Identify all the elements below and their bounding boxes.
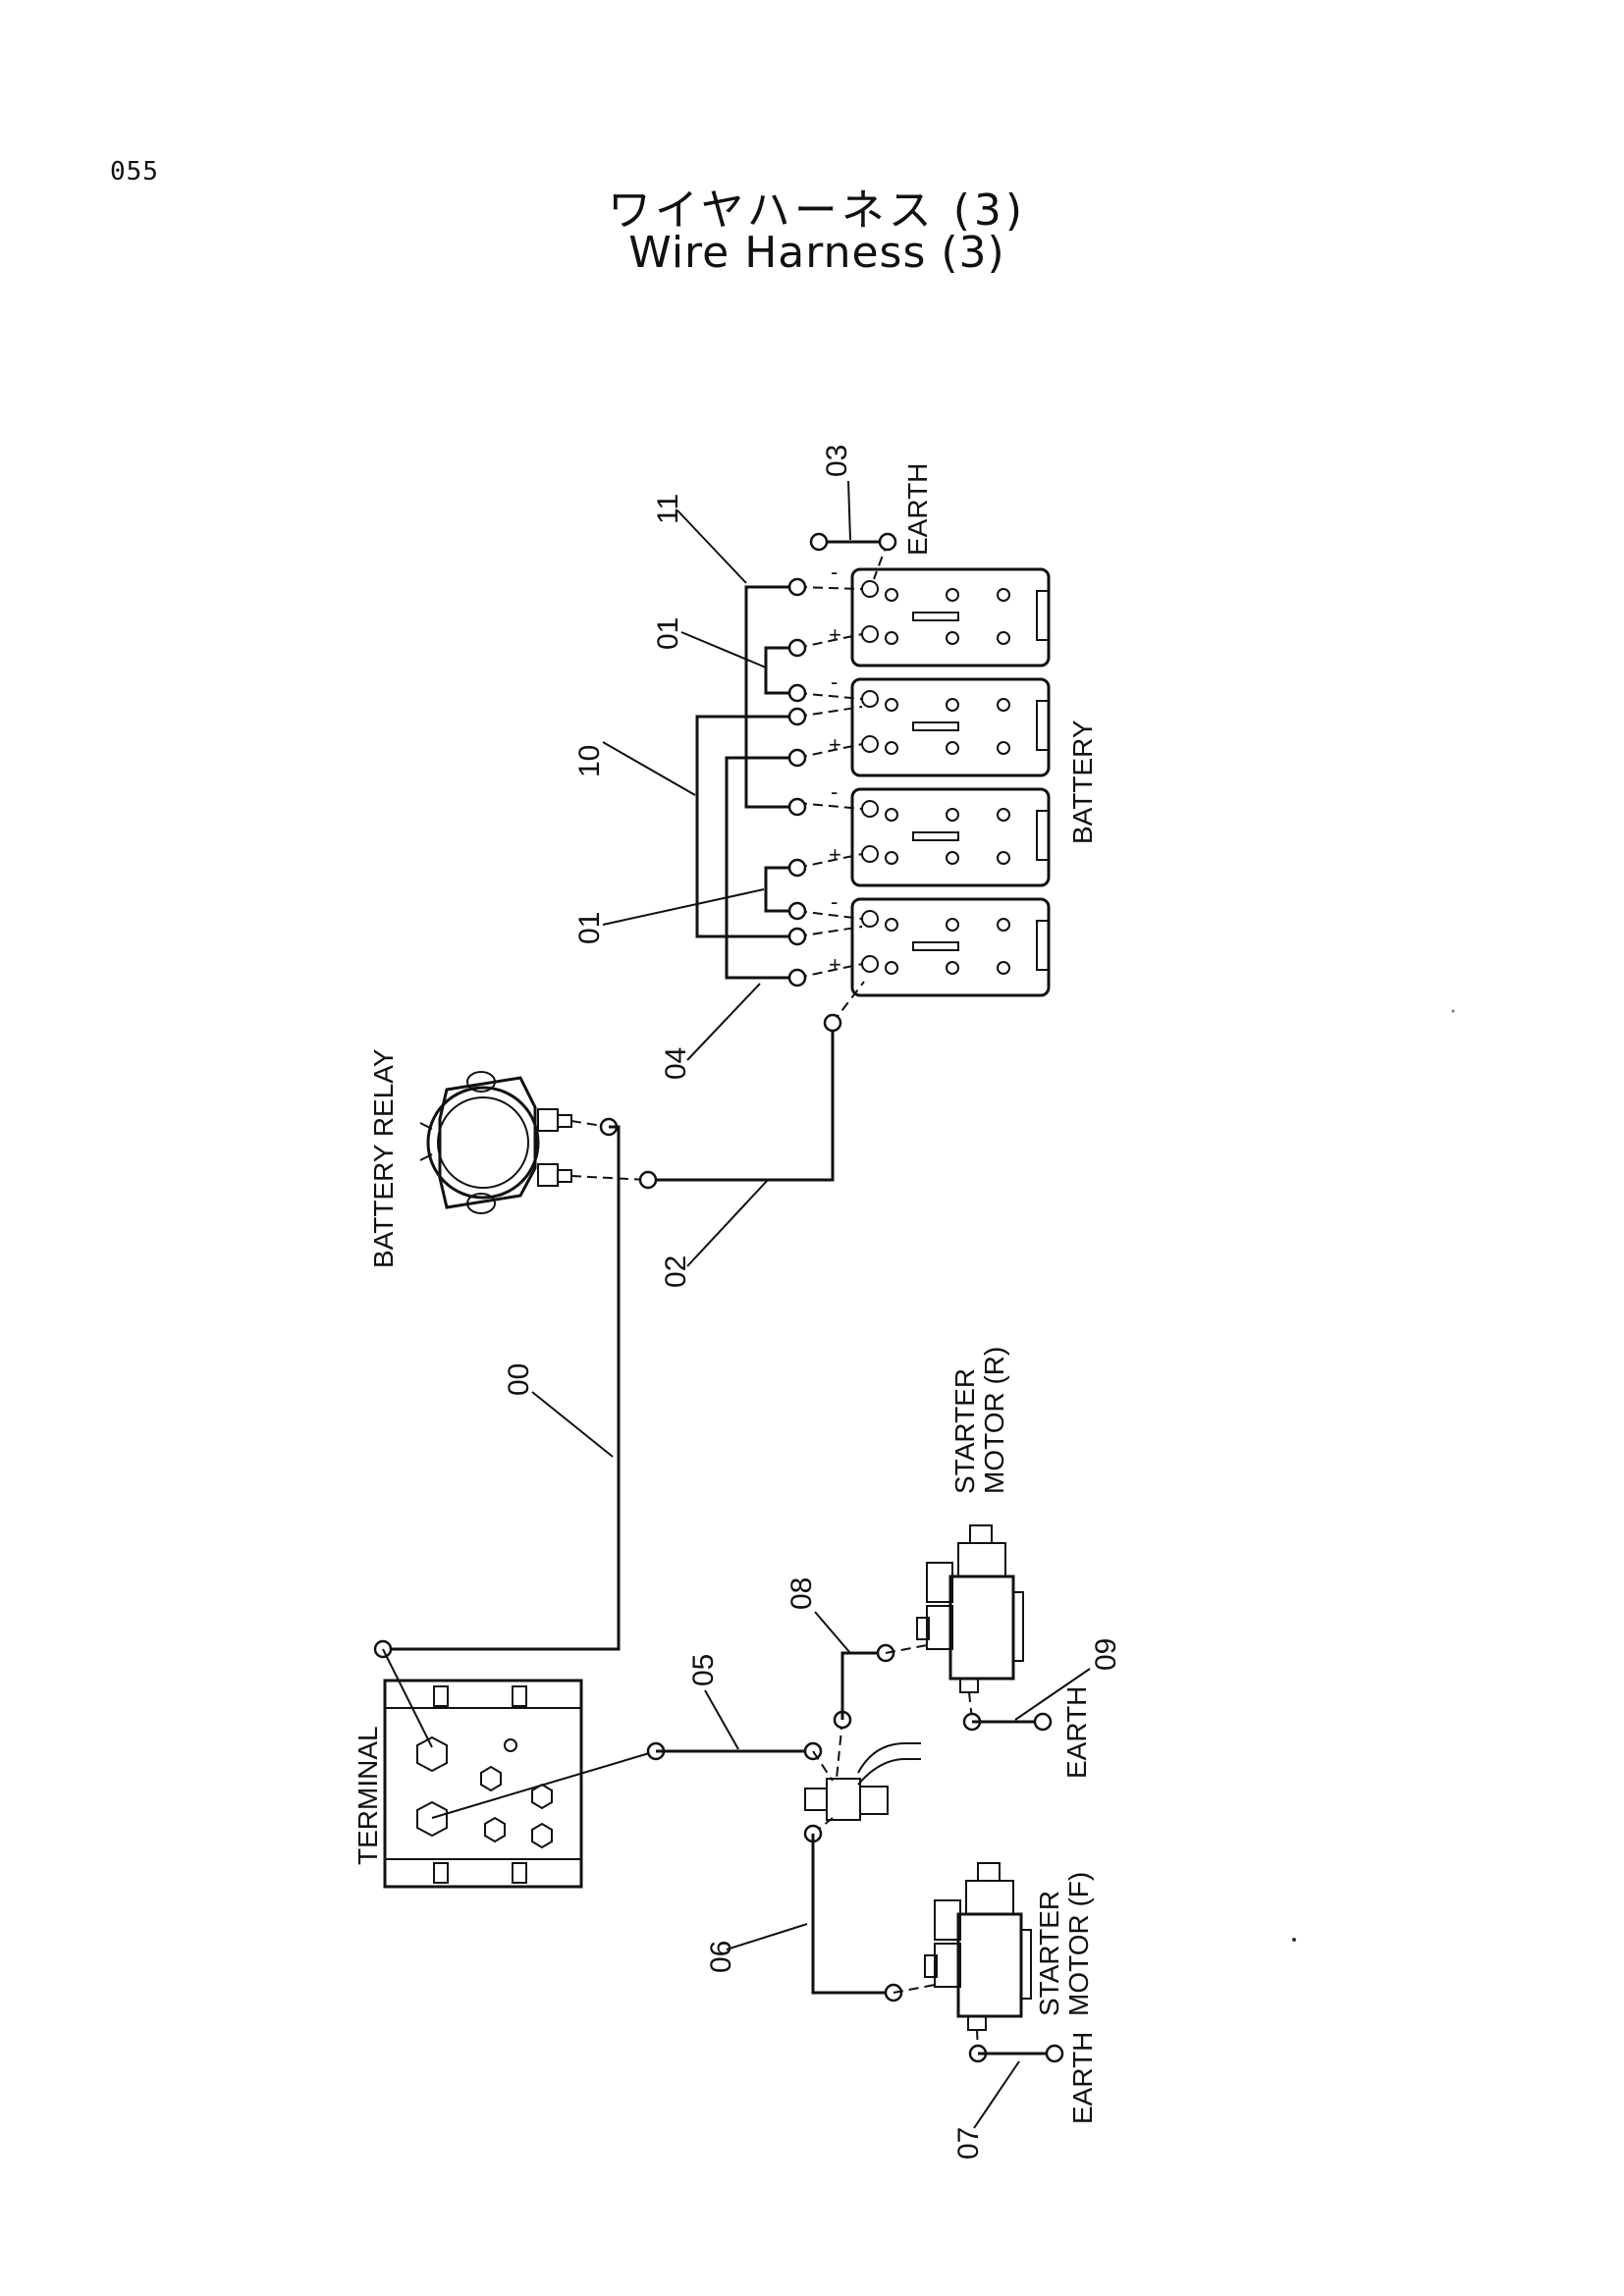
starter-f-label-line2: MOTOR (F)	[1063, 1872, 1094, 2016]
page-number: 055	[110, 157, 159, 187]
battery-label: BATTERY	[1067, 720, 1098, 844]
starter-motor-r	[885, 1524, 1024, 1721]
callout-02: 02	[660, 1255, 692, 1288]
callout-00: 00	[503, 1363, 535, 1396]
plus-sign: +	[829, 952, 841, 977]
battery-relay	[419, 1071, 572, 1214]
battery-unit	[850, 567, 1051, 667]
callout-06: 06	[705, 1941, 737, 1973]
callout-01: 01	[652, 617, 684, 650]
starter-r-label-line2: MOTOR (R)	[979, 1347, 1009, 1494]
callout-11: 11	[652, 494, 684, 524]
minus-sign: -	[831, 889, 838, 914]
earth-label: EARTH	[1067, 2032, 1098, 2124]
battery-unit	[850, 897, 1051, 997]
callout-01: 01	[573, 912, 606, 944]
callout-leaders	[531, 480, 1091, 2129]
starter-r-label-line1: STARTER	[949, 1368, 980, 1494]
battery-relay-label: BATTERY RELAY	[368, 1048, 399, 1268]
starter-f-label-line1: STARTER	[1034, 1891, 1064, 2016]
battery-unit	[850, 677, 1051, 777]
junction-connector	[804, 1719, 921, 1835]
terminal-block	[383, 1679, 583, 1889]
title-japanese: ワイヤハーネス (3)	[607, 186, 1027, 236]
callout-08: 08	[785, 1577, 818, 1610]
minus-sign: -	[831, 669, 838, 694]
battery-unit	[850, 787, 1051, 887]
minus-sign: -	[831, 560, 838, 584]
plus-sign: +	[829, 622, 841, 647]
plus-sign: +	[829, 732, 841, 757]
battery-group	[850, 567, 1051, 997]
minus-sign: -	[831, 779, 838, 804]
plus-sign: +	[829, 842, 841, 867]
earth-label: EARTH	[1061, 1686, 1092, 1779]
callout-09: 09	[1090, 1638, 1122, 1671]
callout-03: 03	[821, 445, 853, 477]
callout-04: 04	[660, 1047, 692, 1080]
callout-05: 05	[687, 1654, 720, 1686]
starter-motor-f	[893, 1862, 1032, 2053]
callout-10: 10	[573, 745, 606, 777]
earth-label: EARTH	[902, 463, 933, 556]
title-english: Wire Harness (3)	[628, 228, 1005, 278]
terminal-label: TERMINAL	[352, 1726, 383, 1865]
callout-07: 07	[952, 2127, 985, 2160]
